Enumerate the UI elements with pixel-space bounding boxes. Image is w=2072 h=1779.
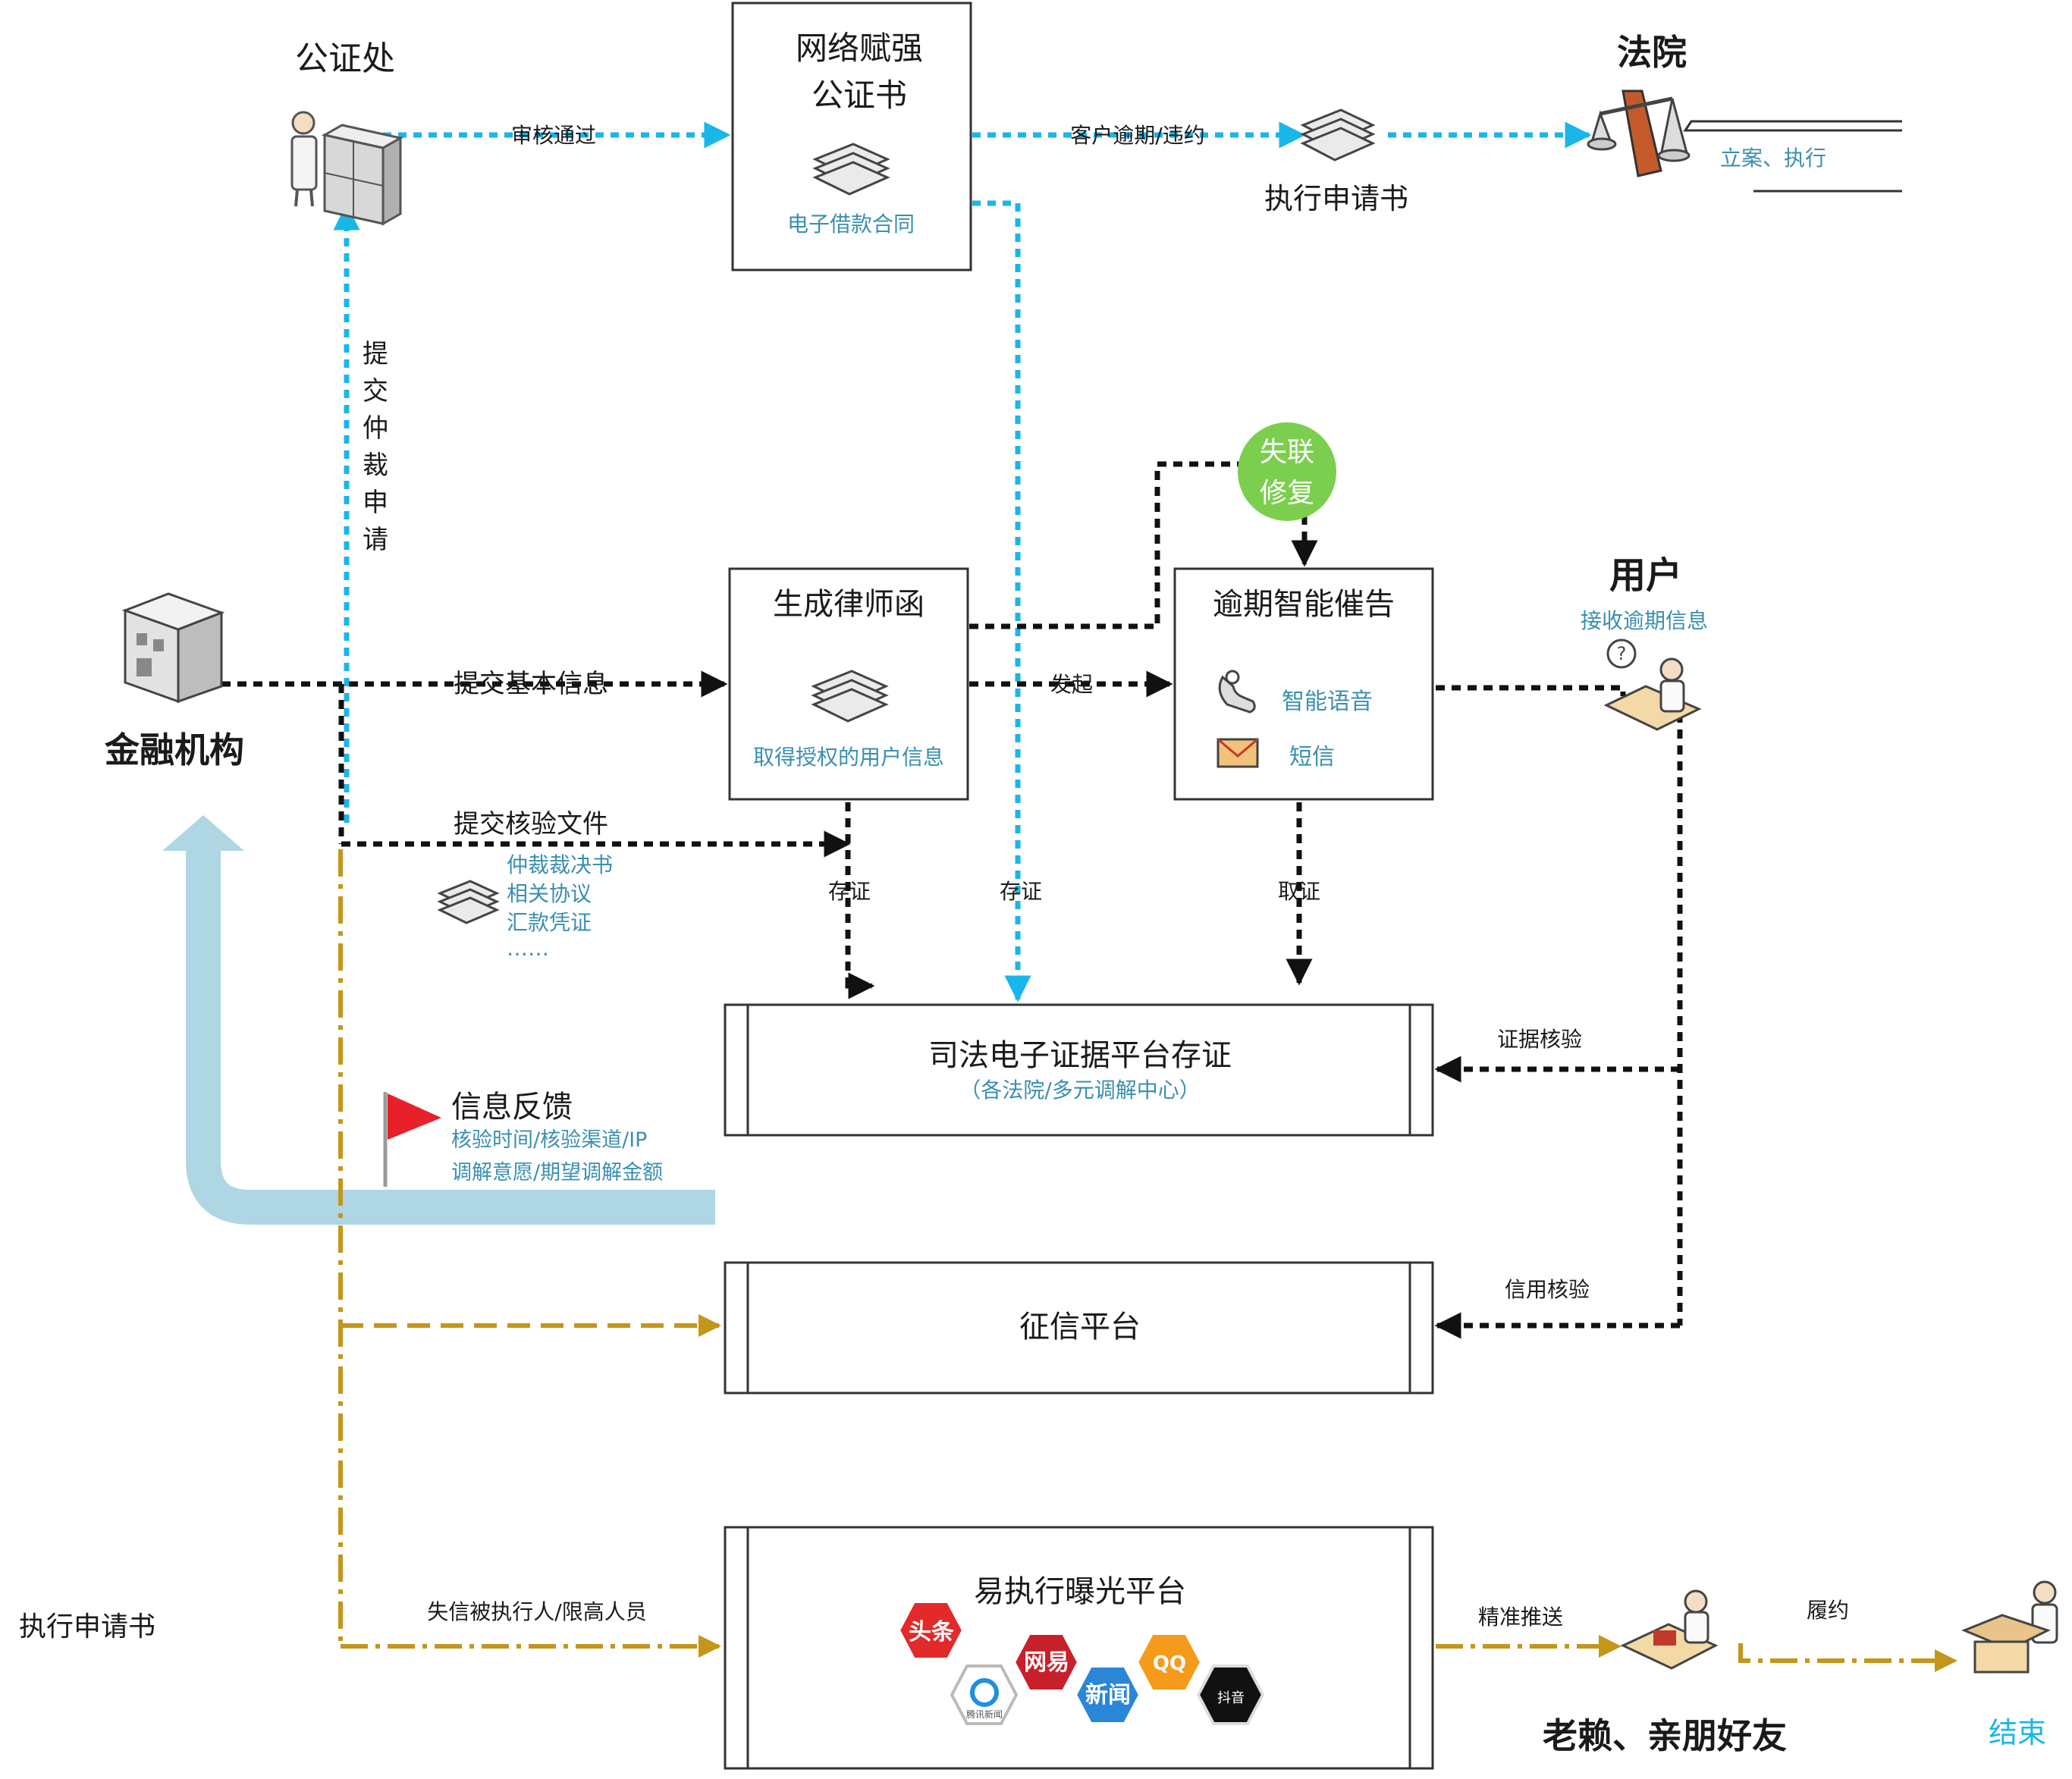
- user-label: 用户: [1609, 554, 1682, 597]
- flow-cert-store: [972, 200, 1031, 1002]
- svg-text:头条: 头条: [909, 1619, 954, 1646]
- evidence-check-label: 证据核验: [1497, 1027, 1582, 1052]
- svg-text:QQ: QQ: [1153, 1652, 1186, 1675]
- svg-text:提: 提: [363, 339, 388, 369]
- svg-text:仲: 仲: [363, 413, 388, 444]
- flow-lawyer-store: [845, 802, 875, 999]
- feedback-line-1: 核验时间/核验渠道/IP: [451, 1128, 647, 1152]
- notary-icon: [290, 111, 404, 226]
- verify-doc-3: 汇款凭证: [507, 910, 592, 935]
- exposure-title: 易执行曝光平台: [974, 1574, 1186, 1609]
- logo-toutiao: 头条: [896, 1600, 965, 1661]
- dishonest-label: 失信被执行人/限高人员: [427, 1599, 646, 1624]
- overdue-title: 逾期智能催告: [1213, 587, 1395, 622]
- feedback-title: 信息反馈: [451, 1090, 573, 1125]
- document-stack-icon: [812, 143, 890, 196]
- svg-text:裁: 裁: [363, 450, 388, 481]
- svg-text:网易: 网易: [1024, 1649, 1069, 1676]
- lawyer-doc-icon: [811, 670, 889, 723]
- logo-tencent-news: 腾讯新闻: [950, 1664, 1019, 1725]
- store-label-1: 存证: [828, 879, 871, 904]
- text-layer: 公证处 法院 立案、执行 执行申请书 网络赋强 公证书 电子借款合同 审核通过 …: [19, 30, 2046, 1756]
- end-person-icon: [1961, 1580, 2058, 1674]
- logo-news: 新闻: [1073, 1664, 1142, 1725]
- logo-douyin: 抖音: [1196, 1664, 1265, 1725]
- submit-verify-label: 提交核验文件: [454, 809, 608, 839]
- judicial-sub: （各法院/多元调解中心）: [959, 1078, 1200, 1103]
- verify-doc-4: ……: [507, 936, 549, 961]
- svg-text:申: 申: [363, 488, 388, 518]
- media-logos: 头条 腾讯新闻 网易 新闻 QQ 抖音: [896, 1600, 1265, 1725]
- verify-doc-1: 仲裁裁决书: [507, 852, 613, 877]
- logo-netease: 网易: [1012, 1632, 1081, 1693]
- exposure-platform-box: [724, 1526, 1434, 1770]
- notary-cert-title-2: 公证书: [812, 77, 907, 114]
- user-icon: ?: [1603, 638, 1702, 731]
- overdue-voice: 智能语音: [1282, 689, 1373, 715]
- lawyer-letter-title: 生成律师函: [773, 587, 925, 622]
- arbitration-vertical-label: 提 交 仲 裁 申 请: [363, 339, 388, 555]
- overdue-sms: 短信: [1289, 744, 1335, 770]
- court-sub-label: 立案、执行: [1720, 146, 1826, 171]
- deadbeat-icon: [1620, 1589, 1719, 1670]
- lost-contact-1: 失联: [1260, 437, 1314, 468]
- exec-request-doc-icon: [1300, 108, 1376, 162]
- cyan-flows: [333, 121, 1592, 1002]
- phone-icon: [1218, 670, 1256, 714]
- finance-label: 金融机构: [104, 729, 244, 770]
- exec-request-left-label: 执行申请书: [19, 1611, 155, 1643]
- judicial-title: 司法电子证据平台存证: [928, 1038, 1232, 1073]
- scales-icon: [1587, 89, 1691, 177]
- svg-text:腾讯新闻: 腾讯新闻: [966, 1708, 1003, 1720]
- exec-request-top-label: 执行申请书: [1264, 182, 1408, 215]
- submit-basic-label: 提交基本信息: [454, 669, 608, 699]
- lawyer-letter-sub: 取得授权的用户信息: [753, 745, 944, 770]
- fulfill-label: 履约: [1807, 1598, 1849, 1623]
- black-flows: [221, 461, 1683, 1339]
- svg-text:请: 请: [363, 525, 388, 555]
- svg-text:抖音: 抖音: [1217, 1690, 1245, 1706]
- audit-pass-label: 审核通过: [511, 123, 596, 148]
- court-label: 法院: [1617, 32, 1687, 73]
- flag-icon: [383, 1092, 441, 1187]
- end-label: 结束: [1989, 1716, 2046, 1749]
- store-label-2: 存证: [1000, 879, 1042, 904]
- credit-title: 征信平台: [1019, 1310, 1141, 1344]
- notary-cert-box: [731, 2, 972, 271]
- verify-doc-icon: [437, 880, 500, 924]
- user-sub-label: 接收逾期信息: [1581, 608, 1708, 633]
- lost-contact-2: 修复: [1260, 478, 1314, 509]
- court-decoration: [1683, 120, 1902, 193]
- credit-platform-box: [724, 1261, 1434, 1395]
- building-icon: [121, 592, 225, 704]
- mail-icon: [1217, 738, 1259, 768]
- retrieve-label: 取证: [1278, 879, 1320, 904]
- precise-push-label: 精准推送: [1478, 1605, 1563, 1630]
- notary-cert-sub: 电子借款合同: [787, 212, 915, 237]
- gold-flows: [338, 849, 1957, 1672]
- lost-contact-circle: [1238, 422, 1336, 521]
- verify-doc-2: 相关协议: [507, 881, 592, 906]
- credit-check-label: 信用核验: [1505, 1277, 1590, 1302]
- logo-qq: QQ: [1135, 1632, 1204, 1693]
- flow-overdue-to-user: [1436, 685, 1626, 696]
- notary-cert-title-1: 网络赋强: [796, 30, 923, 67]
- svg-text:?: ?: [1617, 643, 1627, 664]
- flow-fulfill: [1738, 1643, 1957, 1672]
- svg-text:交: 交: [363, 376, 388, 406]
- judicial-platform-box: [724, 1003, 1434, 1137]
- feedback-arrow: [162, 815, 715, 1225]
- initiate-label: 发起: [1050, 672, 1093, 697]
- overdue-breach-label: 客户逾期/违约: [1070, 123, 1204, 148]
- feedback-line-2: 调解意愿/期望调解金额: [451, 1161, 663, 1184]
- svg-text:新闻: 新闻: [1085, 1682, 1131, 1708]
- deadbeat-label: 老赖、亲朋好友: [1543, 1715, 1787, 1756]
- notary-label: 公证处: [295, 39, 395, 78]
